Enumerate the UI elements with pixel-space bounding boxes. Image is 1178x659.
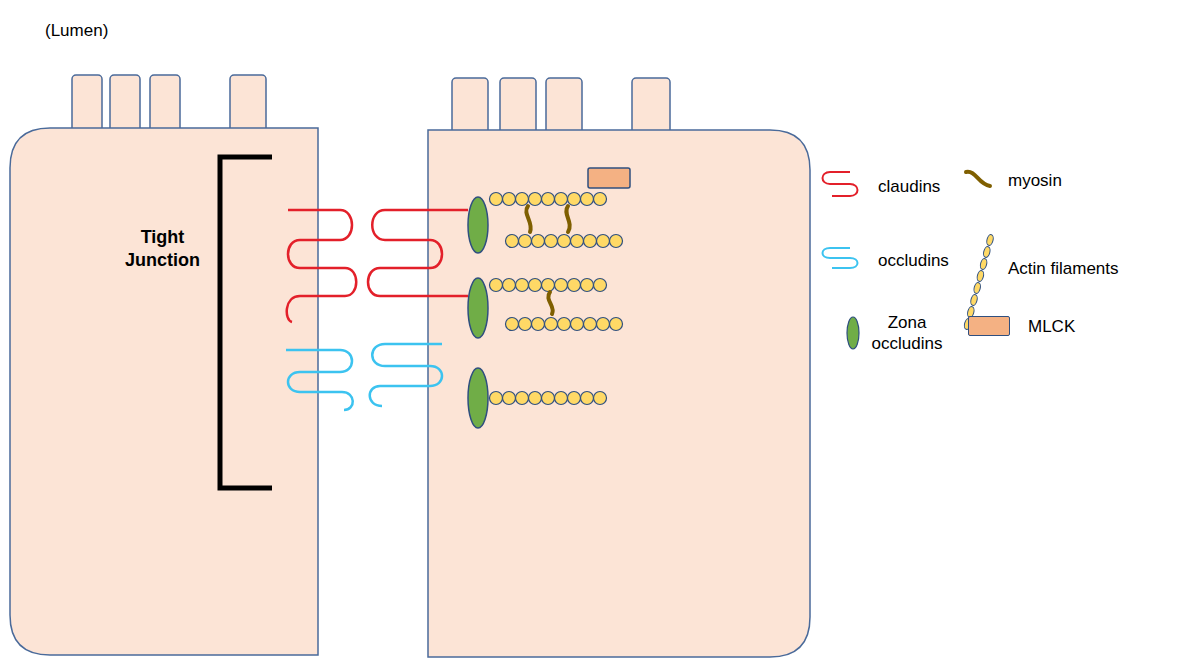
actin-bead <box>542 193 555 206</box>
actin-bead <box>490 279 503 292</box>
actin-bead <box>516 392 529 405</box>
actin-bead <box>568 279 581 292</box>
zona-occludins <box>468 197 488 428</box>
myosin <box>526 206 569 314</box>
actin-bead <box>532 235 545 248</box>
epithelial-cell <box>10 128 318 655</box>
legend-occludin-sample <box>823 248 858 268</box>
region-label: (Lumen) <box>45 20 108 41</box>
actin-bead <box>545 235 558 248</box>
actin-bead <box>503 279 516 292</box>
actin-filaments <box>490 193 623 405</box>
actin-bead <box>519 318 532 331</box>
actin-bead <box>594 279 607 292</box>
microvillus <box>632 78 670 138</box>
legend-swatch <box>968 316 1010 336</box>
microvillus <box>72 75 102 135</box>
bracket <box>220 157 272 488</box>
actin-bead <box>542 279 555 292</box>
actin-bead <box>581 279 594 292</box>
actin-bead <box>584 235 597 248</box>
actin-bead <box>610 318 623 331</box>
legend-text: Actin filaments <box>1008 258 1158 279</box>
actin-bead <box>490 392 503 405</box>
actin-bead <box>506 318 519 331</box>
legend-text: Zona occludins <box>866 312 948 355</box>
actin-bead <box>979 258 988 270</box>
actin-bead <box>982 246 991 258</box>
actin-bead <box>571 318 584 331</box>
actin-bead <box>581 193 594 206</box>
actin-bead <box>490 193 503 206</box>
actin-bead <box>529 193 542 206</box>
actin-bead <box>542 392 555 405</box>
mlck-block <box>588 168 630 188</box>
actin-bead <box>597 235 610 248</box>
microvillus <box>230 75 266 135</box>
actin-bead <box>503 392 516 405</box>
actin-bead <box>558 235 571 248</box>
actin-bead <box>519 235 532 248</box>
legend-zona-sample <box>847 317 859 349</box>
actin-bead <box>555 193 568 206</box>
actin-bead <box>568 193 581 206</box>
actin-bead <box>594 193 607 206</box>
actin-bead <box>568 392 581 405</box>
actin-bead <box>986 234 995 246</box>
cell-region: Tight Junction <box>10 128 318 655</box>
microvillus <box>150 75 180 135</box>
actin-bead <box>558 318 571 331</box>
legend-claudin-sample <box>823 172 858 196</box>
region-label: Tight Junction <box>105 226 220 271</box>
actin-bead <box>516 193 529 206</box>
actin-bead <box>529 279 542 292</box>
actin-bead <box>610 235 623 248</box>
actin-bead <box>597 318 610 331</box>
microvillus <box>110 75 140 135</box>
actin-bead <box>503 193 516 206</box>
actin-bead <box>571 235 584 248</box>
claudin-strands <box>287 210 468 322</box>
actin-bead <box>555 392 568 405</box>
microvillus <box>452 78 488 138</box>
actin-bead <box>970 294 979 306</box>
legend-text: occludins <box>878 250 978 271</box>
actin-bead <box>506 235 519 248</box>
legend-myosin-sample <box>966 172 990 186</box>
actin-bead <box>529 392 542 405</box>
legend-text: claudins <box>878 176 968 197</box>
actin-bead <box>594 392 607 405</box>
legend-text: MLCK <box>1028 316 1118 337</box>
actin-bead <box>555 279 568 292</box>
actin-bead <box>976 270 985 282</box>
epithelial-cell <box>428 130 810 657</box>
microvillus <box>500 78 536 138</box>
actin-bead <box>545 318 558 331</box>
actin-bead <box>532 318 545 331</box>
occludin-strands <box>286 344 442 410</box>
actin-bead <box>973 282 982 294</box>
microvillus <box>546 78 582 138</box>
actin-bead <box>516 279 529 292</box>
legend-text: myosin <box>1008 170 1098 191</box>
actin-bead <box>581 392 594 405</box>
actin-bead <box>584 318 597 331</box>
